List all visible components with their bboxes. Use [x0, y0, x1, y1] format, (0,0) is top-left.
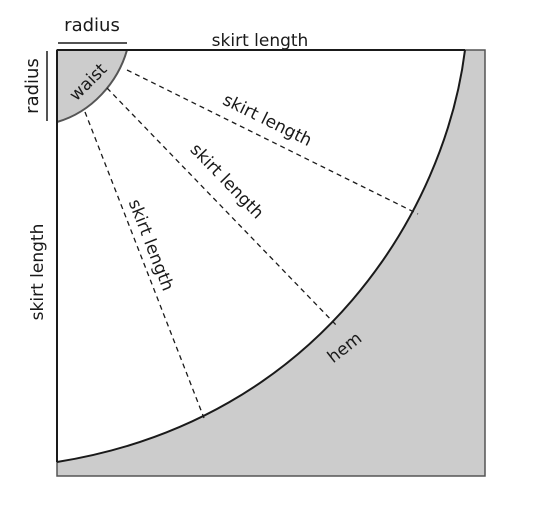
skirt-length-top-label: skirt length: [212, 31, 309, 51]
skirt-length-line-2: [106, 87, 339, 328]
waist-area: [57, 50, 127, 122]
radius-left-label: radius: [22, 58, 43, 114]
skirt-length-line-3: [84, 111, 205, 419]
radius-top-label: radius: [64, 15, 120, 36]
waist-curve: [56, 49, 128, 123]
skirt-length-left-label: skirt length: [28, 224, 48, 321]
hem-curve: [56, 49, 466, 463]
skirt-length-line-1: [126, 69, 419, 215]
skirt-panel: [57, 50, 465, 462]
